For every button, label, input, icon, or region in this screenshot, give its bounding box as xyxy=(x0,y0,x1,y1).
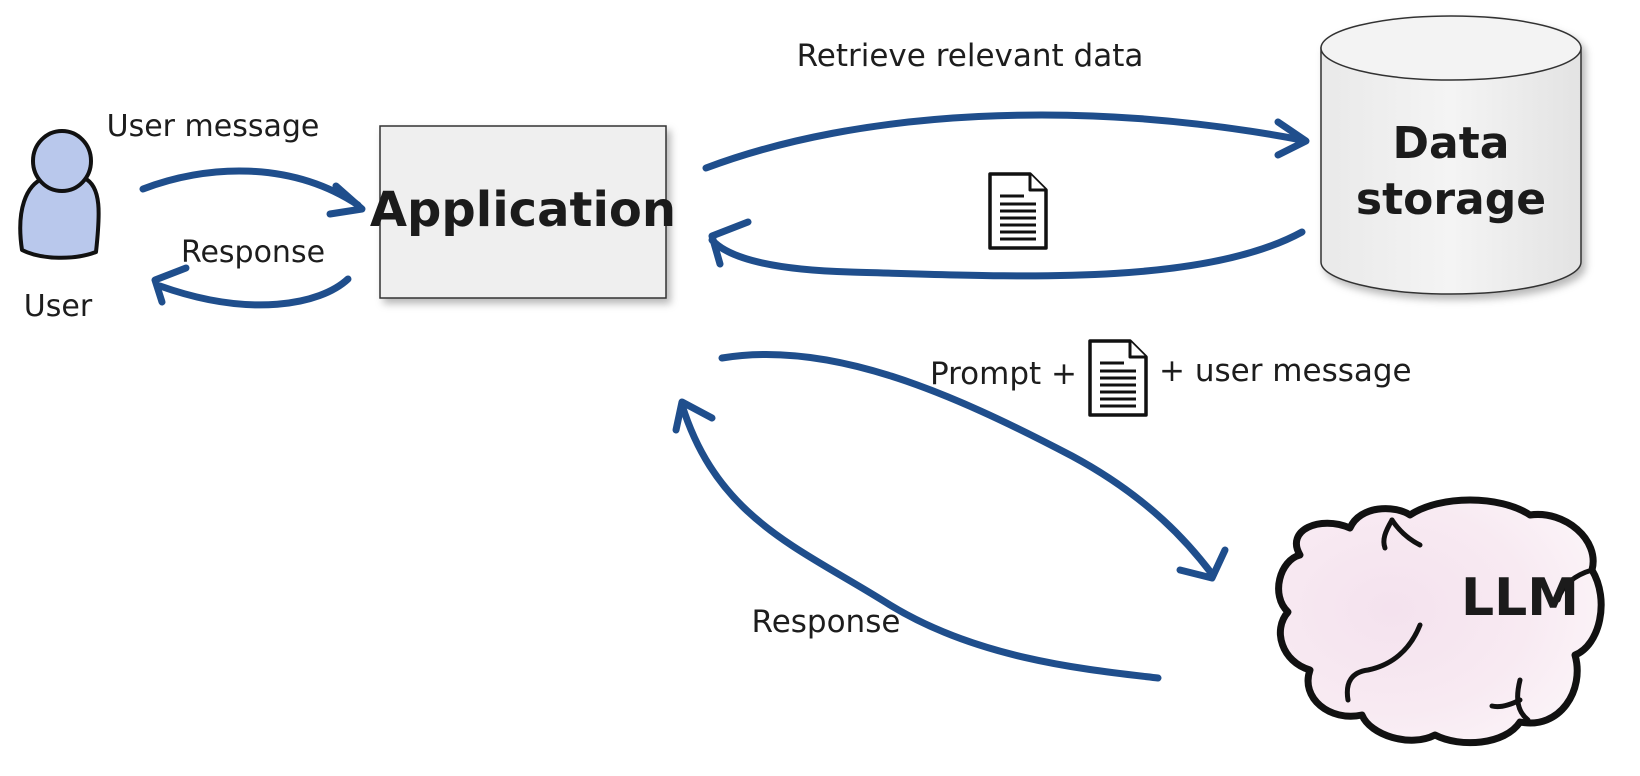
llm-label: LLM xyxy=(1461,568,1579,628)
arrow-storage-to-application xyxy=(708,218,1306,280)
arrows xyxy=(139,111,1310,682)
edge-label-retrieve: Retrieve relevant data xyxy=(797,38,1144,74)
database-icon xyxy=(1320,15,1582,295)
arrow-llm-to-application xyxy=(672,398,1162,682)
edge-label-prompt-prefix: Prompt + xyxy=(930,356,1077,392)
arrow-application-to-llm xyxy=(718,350,1229,582)
edge-label-response-to-user: Response xyxy=(181,235,325,270)
edge-label-prompt-suffix: + user message xyxy=(1159,353,1412,389)
data-storage-label-line1: Data xyxy=(1393,118,1510,169)
user-node: User xyxy=(18,129,101,324)
arrow-user-to-application xyxy=(139,167,366,218)
application-label: Application xyxy=(370,182,676,238)
brain-cloud-icon xyxy=(1275,496,1605,747)
llm-node: LLM xyxy=(1275,496,1605,747)
document-icon xyxy=(1088,339,1148,417)
arrow-application-to-user xyxy=(151,264,352,309)
document-icon xyxy=(988,172,1048,250)
data-storage-node: Data storage xyxy=(1320,15,1582,295)
edge-label-llm-response: Response xyxy=(752,604,901,640)
arrow-application-to-storage xyxy=(702,111,1310,172)
application-node: Application xyxy=(370,125,676,299)
edge-label-user-message: User message xyxy=(107,109,320,144)
data-storage-label-line2: storage xyxy=(1356,174,1546,225)
user-icon xyxy=(18,129,101,260)
user-label: User xyxy=(24,289,93,324)
